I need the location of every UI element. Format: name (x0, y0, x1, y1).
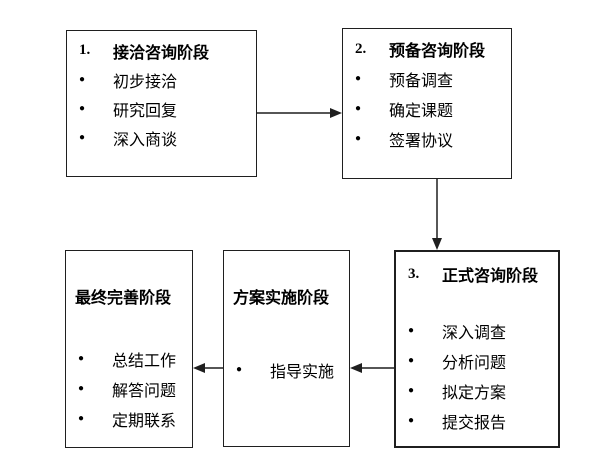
phase-box-initial-contact: 1. 接洽咨询阶段 ● 初步接洽 ● 研究回复 ● 深入商谈 (66, 30, 257, 177)
phase-item: 深入商谈 (113, 131, 178, 149)
arrow-preparatory-to-formal-icon (432, 179, 442, 250)
phase-title: 最终完善阶段 (75, 290, 172, 307)
phase-item: 提交报告 (442, 415, 507, 432)
phase-item: 初步接洽 (113, 73, 178, 91)
bullet-icon: ● (79, 73, 86, 85)
phase-item: 总结工作 (112, 353, 177, 370)
phase-title: 接洽咨询阶段 (113, 44, 210, 62)
bullet-icon: ● (236, 364, 243, 375)
phase-number: 3. (408, 265, 420, 282)
bullet-icon: ● (78, 413, 85, 424)
bullet-icon: ● (355, 133, 362, 144)
phase-title: 预备咨询阶段 (389, 43, 486, 60)
bullet-icon: ● (79, 102, 86, 114)
arrow-initial-to-preparatory-icon (257, 108, 342, 118)
phase-item: 定期联系 (112, 413, 177, 430)
phase-box-implementation: 方案实施阶段 ● 指导实施 (223, 250, 350, 447)
bullet-icon: ● (408, 325, 415, 336)
phase-item: 确定课题 (389, 103, 454, 120)
phase-number: 2. (355, 40, 367, 57)
bullet-icon: ● (408, 385, 415, 396)
arrow-formal-to-implementation-icon (350, 363, 394, 373)
arrow-implementation-to-final-icon (193, 363, 223, 373)
bullet-icon: ● (355, 103, 362, 114)
phase-box-formal-consulting: 3. 正式咨询阶段 ● 深入调查 ● 分析问题 ● 拟定方案 ● 提交报告 (394, 250, 560, 448)
bullet-icon: ● (79, 131, 86, 143)
phase-item: 拟定方案 (442, 385, 507, 402)
phase-title: 正式咨询阶段 (442, 268, 539, 285)
phase-item: 签署协议 (389, 133, 454, 150)
phase-box-preparatory: 2. 预备咨询阶段 ● 预备调查 ● 确定课题 ● 签署协议 (342, 28, 512, 179)
phase-item: 研究回复 (113, 102, 178, 120)
phase-item: 深入调查 (442, 325, 507, 342)
bullet-icon: ● (408, 355, 415, 366)
phase-item: 指导实施 (270, 364, 335, 381)
bullet-icon: ● (408, 415, 415, 426)
bullet-icon: ● (78, 353, 85, 364)
phase-box-final-improvement: 最终完善阶段 ● 总结工作 ● 解答问题 ● 定期联系 (65, 250, 193, 448)
bullet-icon: ● (78, 383, 85, 394)
bullet-icon: ● (355, 73, 362, 84)
phase-item: 分析问题 (442, 355, 507, 372)
phase-item: 解答问题 (112, 383, 177, 400)
phase-number: 1. (79, 42, 91, 58)
phase-item: 预备调查 (389, 73, 454, 90)
phase-title: 方案实施阶段 (233, 290, 330, 307)
